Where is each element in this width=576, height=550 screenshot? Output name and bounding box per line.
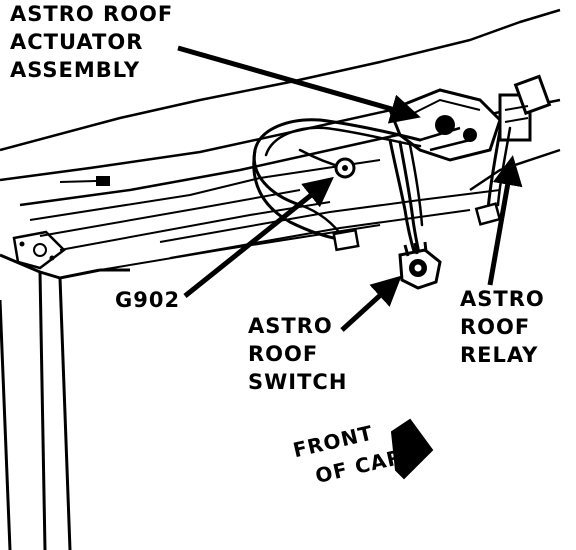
label-actuator-line-2: ACTUATOR xyxy=(10,30,144,54)
roof-rails xyxy=(29,159,501,271)
label-astro-roof-relay: ASTRO ROOF RELAY xyxy=(460,285,545,369)
front-direction-arrow xyxy=(390,418,434,480)
harness-connector xyxy=(332,228,360,252)
arrow-ground xyxy=(183,176,334,298)
label-actuator-line-3: ASSEMBLY xyxy=(10,58,141,82)
label-relay-line-1: ASTRO xyxy=(460,287,545,311)
label-astro-roof-switch: ASTRO ROOF SWITCH xyxy=(248,312,347,396)
arrow-relay xyxy=(487,155,523,286)
label-relay-line-2: ROOF xyxy=(460,315,531,339)
roof-panel xyxy=(0,8,561,207)
label-actuator-assembly: ASTRO ROOF ACTUATOR ASSEMBLY xyxy=(10,0,173,84)
ground-g902 xyxy=(334,157,356,179)
roof-opening-edge xyxy=(0,253,130,550)
corner-bracket xyxy=(12,230,66,270)
arrow-actuator xyxy=(177,45,421,124)
actuator-assembly xyxy=(388,74,552,162)
label-ground-text: G902 xyxy=(115,288,181,312)
label-switch-line-1: ASTRO xyxy=(248,314,333,338)
label-switch-line-2: ROOF xyxy=(248,342,319,366)
label-ground-g902: G902 xyxy=(115,286,180,314)
label-switch-line-3: SWITCH xyxy=(248,370,348,394)
leader-arrows xyxy=(177,45,523,332)
rail-connector xyxy=(59,176,110,186)
relay-connector xyxy=(474,202,502,226)
label-relay-line-3: RELAY xyxy=(460,343,539,367)
label-actuator-line-1: ASTRO ROOF xyxy=(10,2,174,26)
arrow-switch xyxy=(340,275,402,332)
wiring-harness xyxy=(252,118,512,260)
astro-roof-switch xyxy=(398,241,442,290)
